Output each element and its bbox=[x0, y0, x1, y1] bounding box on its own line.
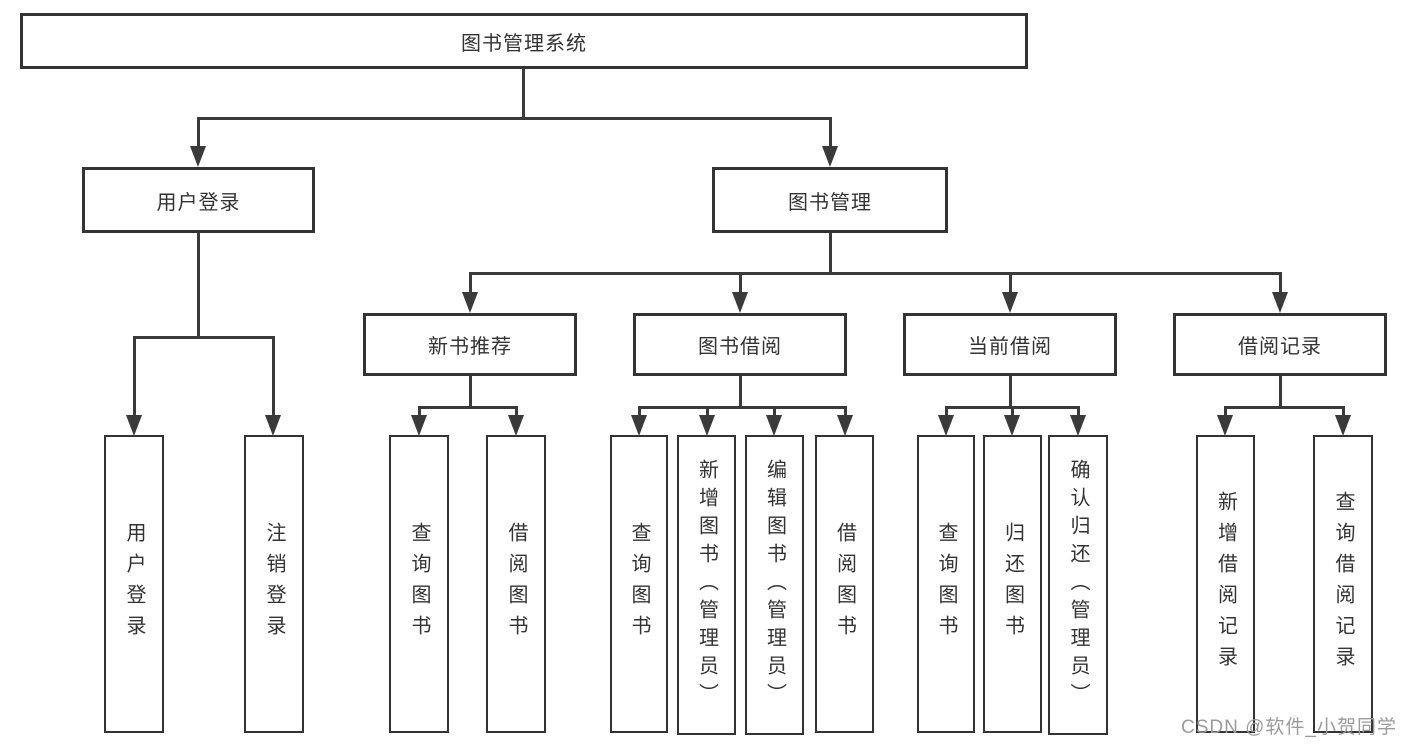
connector-line bbox=[638, 406, 846, 409]
node-library-system: 图书管理系统 bbox=[20, 13, 1028, 69]
connector-line bbox=[1342, 406, 1345, 418]
node-new-book-recommend: 新书推荐 bbox=[363, 313, 577, 376]
leaf-query-books-current: 查询图书 bbox=[917, 435, 975, 733]
connector-line bbox=[133, 336, 275, 339]
arrow-down-icon bbox=[462, 292, 478, 313]
leaf-label: 借阅图书 bbox=[505, 522, 527, 646]
leaf-label: 查询图书 bbox=[628, 522, 650, 646]
connector-line bbox=[469, 272, 1281, 275]
arrow-down-icon bbox=[938, 415, 954, 436]
leaf-borrow-books-recommend: 借阅图书 bbox=[486, 435, 546, 733]
connector-line bbox=[1279, 272, 1282, 296]
arrow-down-icon bbox=[837, 415, 853, 436]
leaf-label: 新增借阅记录 bbox=[1214, 491, 1237, 677]
connector-line bbox=[133, 336, 136, 418]
node-borrowing-records: 借阅记录 bbox=[1173, 313, 1387, 376]
leaf-label: 用户登录 bbox=[123, 522, 145, 646]
connector-line bbox=[844, 406, 847, 418]
connector-line bbox=[1009, 376, 1012, 409]
arrow-down-icon bbox=[1335, 415, 1351, 436]
leaf-return-books: 归还图书 bbox=[983, 435, 1042, 733]
connector-line bbox=[739, 272, 742, 296]
connector-line bbox=[1279, 376, 1282, 409]
connector-line bbox=[197, 117, 200, 152]
node-user-login: 用户登录 bbox=[82, 167, 315, 233]
arrow-down-icon bbox=[1002, 292, 1018, 313]
connector-line bbox=[418, 406, 421, 418]
connector-line bbox=[197, 233, 200, 339]
arrow-down-icon bbox=[766, 415, 782, 436]
connector-line bbox=[272, 336, 275, 418]
leaf-add-book-admin: 新增图书（管理员） bbox=[677, 435, 736, 735]
leaf-query-books-recommend: 查询图书 bbox=[389, 435, 449, 733]
leaf-label: 查询图书 bbox=[408, 522, 430, 646]
connector-line bbox=[739, 376, 742, 409]
leaf-label: 查询借阅记录 bbox=[1332, 491, 1354, 677]
connector-line bbox=[945, 406, 948, 418]
connector-line bbox=[1224, 406, 1344, 409]
leaf-edit-book-admin: 编辑图书（管理员） bbox=[745, 435, 804, 735]
connector-line bbox=[1224, 406, 1227, 418]
arrow-down-icon bbox=[411, 415, 427, 436]
connector-line bbox=[638, 406, 641, 418]
leaf-label: 查询图书 bbox=[935, 522, 957, 646]
node-current-borrowing: 当前借阅 bbox=[903, 313, 1117, 376]
arrow-down-icon bbox=[190, 146, 206, 167]
connector-line bbox=[515, 406, 518, 418]
arrow-down-icon bbox=[699, 415, 715, 436]
leaf-query-books-borrowing: 查询图书 bbox=[610, 435, 668, 733]
connector-line bbox=[197, 117, 831, 120]
connector-line bbox=[829, 117, 832, 152]
leaf-label: 编辑图书（管理员） bbox=[763, 459, 786, 711]
leaf-borrow-books-borrowing: 借阅图书 bbox=[815, 435, 874, 733]
arrow-down-icon bbox=[508, 415, 524, 436]
leaf-add-borrow-record: 新增借阅记录 bbox=[1196, 435, 1255, 733]
arrow-down-icon bbox=[732, 292, 748, 313]
leaf-confirm-return-admin: 确认归还（管理员） bbox=[1048, 435, 1108, 735]
arrow-down-icon bbox=[1070, 415, 1086, 436]
arrow-down-icon bbox=[631, 415, 647, 436]
connector-line bbox=[469, 376, 472, 409]
connector-line bbox=[522, 68, 525, 119]
node-book-borrowing: 图书借阅 bbox=[633, 313, 847, 376]
leaf-label: 注销登录 bbox=[263, 522, 285, 646]
leaf-query-borrow-record: 查询借阅记录 bbox=[1313, 435, 1373, 733]
arrow-down-icon bbox=[126, 415, 142, 436]
arrow-down-icon bbox=[1272, 292, 1288, 313]
arrow-down-icon bbox=[822, 146, 838, 167]
leaf-label: 确认归还（管理员） bbox=[1067, 459, 1089, 711]
arrow-down-icon bbox=[1217, 415, 1233, 436]
connector-line bbox=[1077, 406, 1080, 418]
connector-line bbox=[469, 272, 472, 296]
leaf-user-login: 用户登录 bbox=[104, 435, 164, 733]
leaf-label: 归还图书 bbox=[1001, 522, 1024, 646]
leaf-label: 借阅图书 bbox=[833, 522, 856, 646]
connector-line bbox=[418, 406, 518, 409]
leaf-label: 新增图书（管理员） bbox=[695, 459, 718, 711]
connector-line bbox=[1011, 406, 1014, 418]
connector-line bbox=[706, 406, 709, 418]
node-book-management: 图书管理 bbox=[712, 167, 948, 233]
connector-line bbox=[1009, 272, 1012, 296]
arrow-down-icon bbox=[1004, 415, 1020, 436]
leaf-logout: 注销登录 bbox=[244, 435, 304, 733]
connector-line bbox=[829, 233, 832, 275]
arrow-down-icon bbox=[265, 415, 281, 436]
connector-line bbox=[773, 406, 776, 418]
watermark-text: CSDN @软件_小贺同学 bbox=[1181, 717, 1397, 738]
